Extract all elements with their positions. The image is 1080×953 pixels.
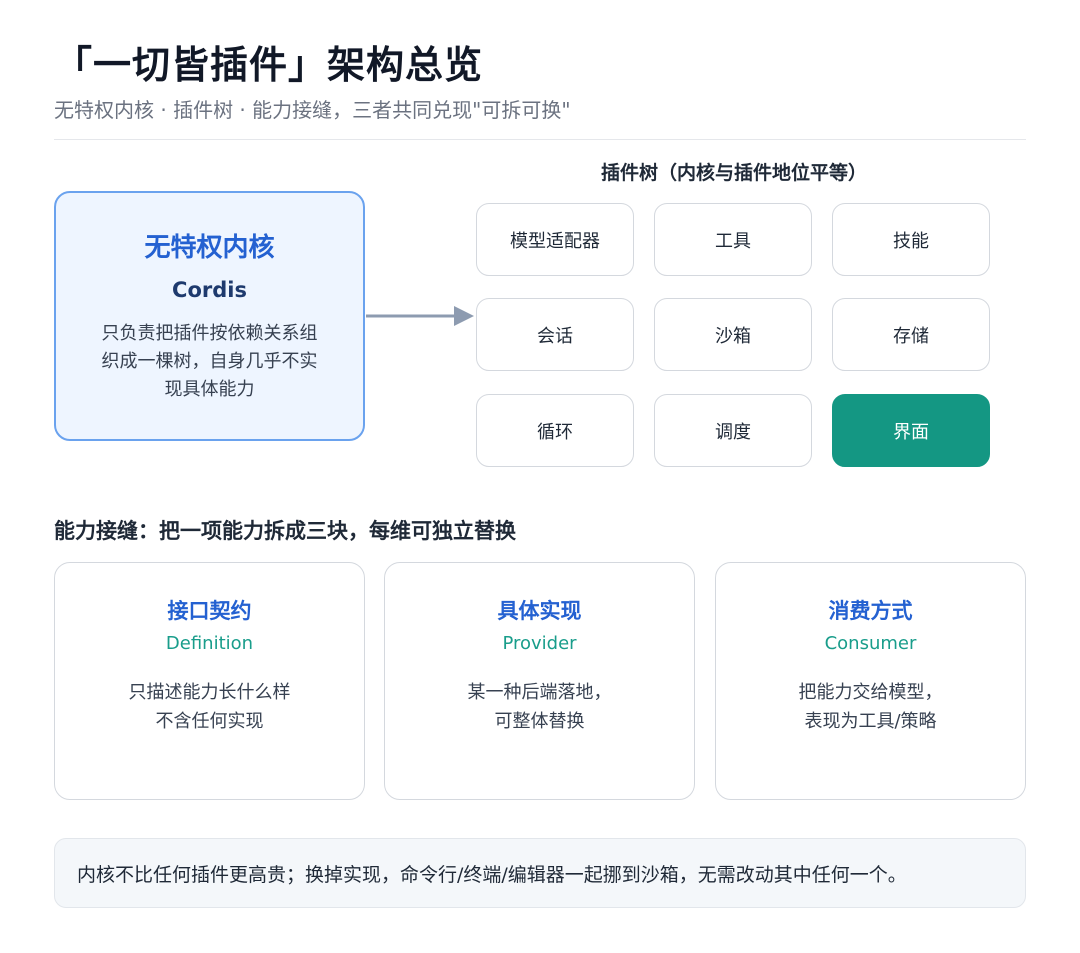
seam-description: 把能力交给模型， 表现为工具/策略: [798, 682, 943, 732]
arrow-head: [454, 306, 474, 326]
plugin-node: 技能: [832, 203, 990, 276]
seam-english-name: Consumer: [824, 633, 917, 654]
plugin-node: 存储: [832, 298, 990, 371]
plugin-node: 模型适配器: [476, 203, 634, 276]
seam-name: 接口契约: [167, 599, 252, 623]
kernel-title: 无特权内核: [144, 233, 275, 263]
kernel-to-tree-arrow: [366, 306, 474, 326]
seam-name: 消费方式: [828, 599, 913, 623]
plugin-node: 循环: [476, 394, 634, 467]
seam-description: 只描述能力长什么样 不含任何实现: [128, 682, 291, 732]
seam-card: 具体实现 Provider 某一种后端落地， 可整体替换: [384, 562, 695, 800]
seam-description: 某一种后端落地， 可整体替换: [467, 682, 612, 732]
seam-name: 具体实现: [497, 599, 582, 623]
seam-english-name: Provider: [502, 633, 577, 654]
plugin-node: 会话: [476, 298, 634, 371]
plugin-node: 工具: [654, 203, 812, 276]
plugin-node: 沙箱: [654, 298, 812, 371]
seam-card: 接口契约 Definition 只描述能力长什么样 不含任何实现: [54, 562, 365, 800]
seams-title: 能力接缝：把一项能力拆成三块，每维可独立替换: [54, 519, 516, 543]
plugin-node: 界面: [832, 394, 990, 467]
plugin-tree-title: 插件树（内核与插件地位平等）: [600, 162, 867, 184]
seam-card: 消费方式 Consumer 把能力交给模型， 表现为工具/策略: [715, 562, 1026, 800]
plugin-node: 调度: [654, 394, 812, 467]
header-divider: [54, 139, 1026, 140]
kernel-name: Cordis: [172, 278, 247, 302]
kernel-card: 无特权内核 Cordis 只负责把插件按依赖关系组织成一棵树，自身几乎不实现具体…: [54, 191, 365, 441]
seam-english-name: Definition: [165, 633, 254, 654]
page-title: 「一切皆插件」架构总览: [54, 43, 484, 87]
page-subtitle: 无特权内核 · 插件树 · 能力接缝，三者共同兑现"可拆可换": [54, 98, 571, 122]
summary-note: 内核不比任何插件更高贵；换掉实现，命令行/终端/编辑器一起挪到沙箱，无需改动其中…: [54, 838, 1026, 908]
kernel-description: 只负责把插件按依赖关系组织成一棵树，自身几乎不实现具体能力: [101, 323, 318, 400]
